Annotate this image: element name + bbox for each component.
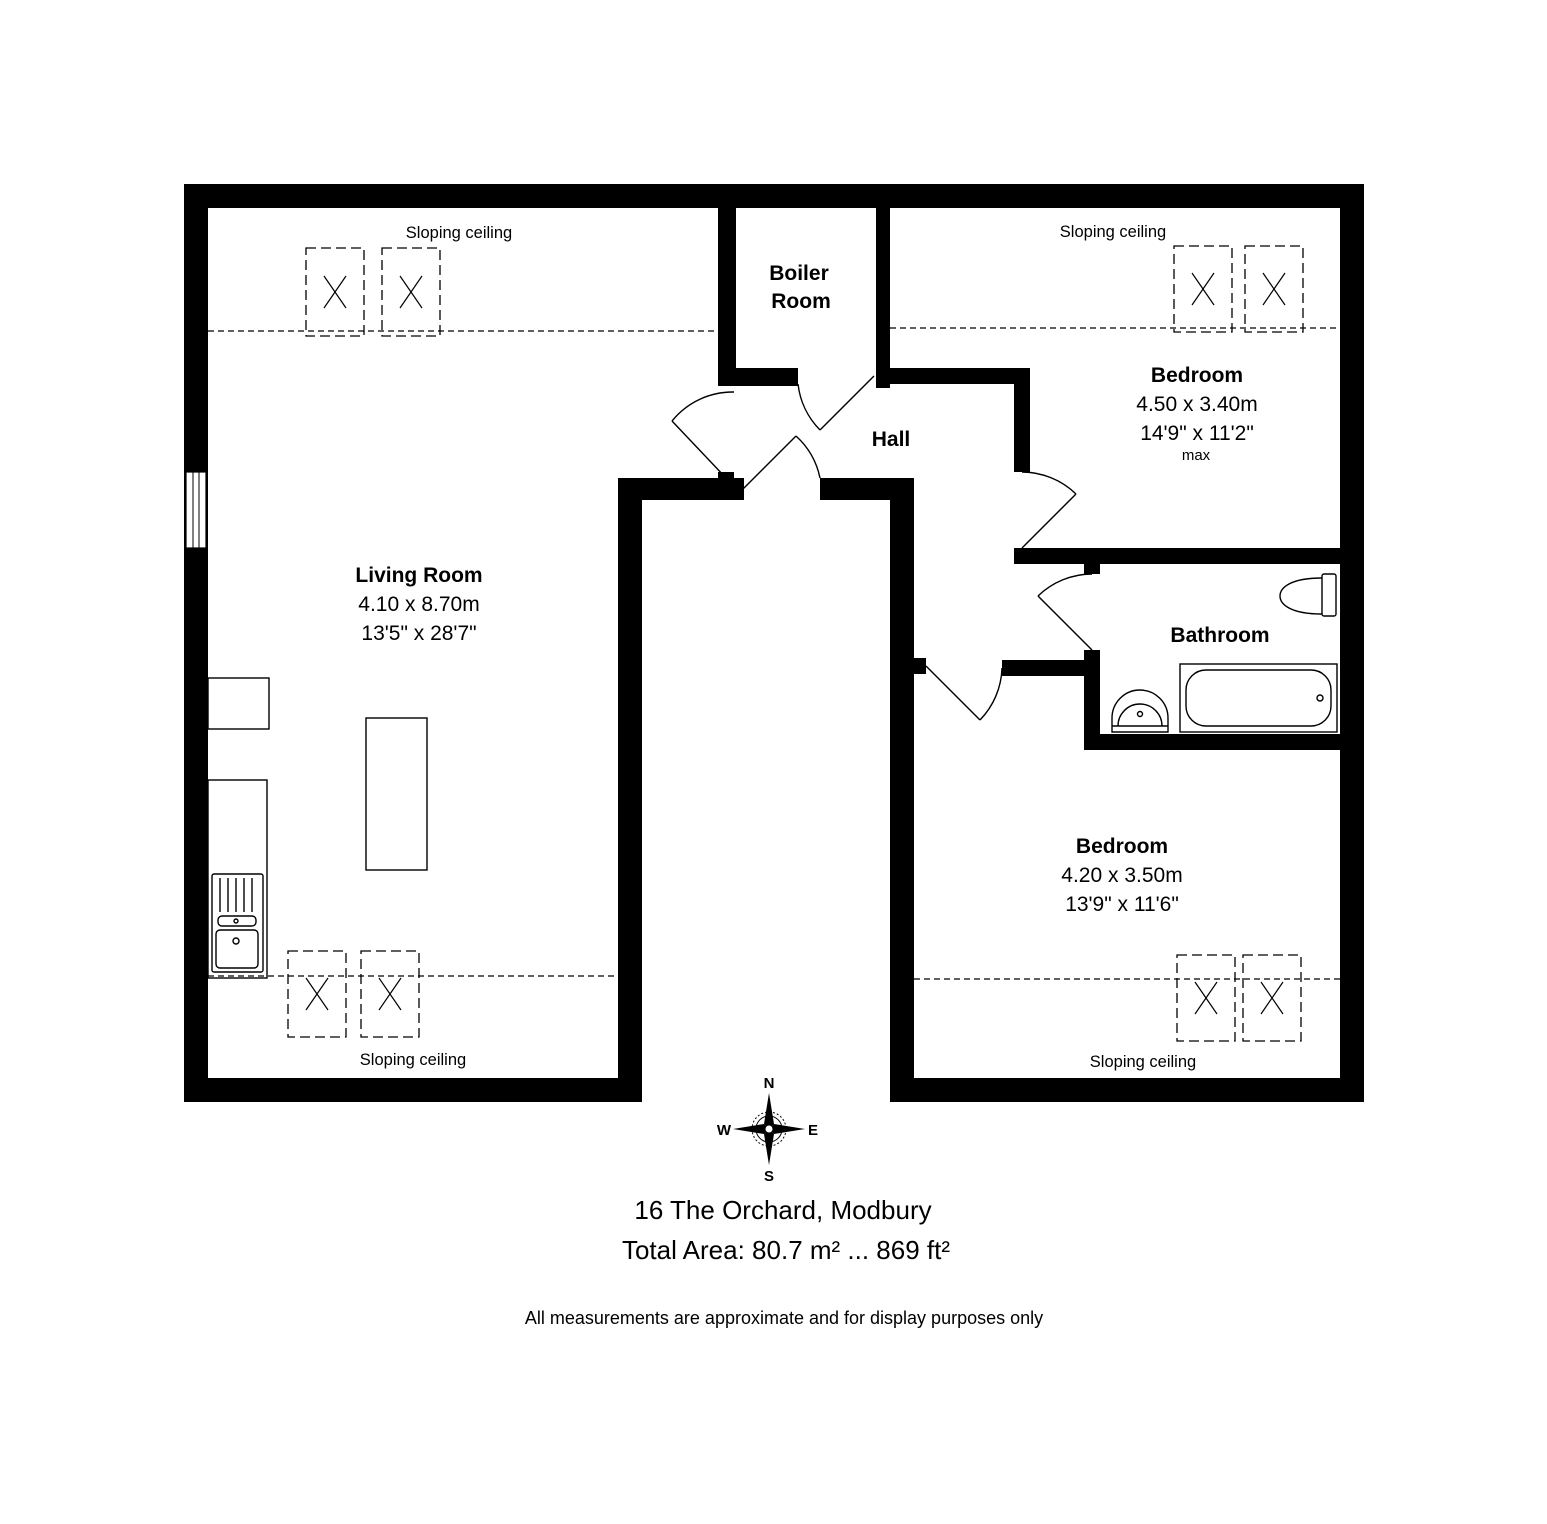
footer: 16 The Orchard, Modbury Total Area: 80.7…: [525, 1195, 1043, 1328]
sink-icon: [211, 873, 264, 973]
skylight-icon: [1176, 954, 1236, 1042]
kitchen-unit-upper: [207, 677, 270, 730]
sloping-ceiling-label-living-top: Sloping ceiling: [406, 224, 512, 242]
bedroom-1-note: max: [1182, 447, 1211, 464]
bathroom-name: Bathroom: [1170, 624, 1269, 647]
compass-n: N: [764, 1075, 775, 1092]
door-hall: [741, 435, 821, 491]
disclaimer: All measurements are approximate and for…: [525, 1308, 1043, 1328]
door-bedroom-1: [1021, 471, 1077, 549]
doors: [671, 375, 1093, 721]
skylights: [287, 245, 1304, 1042]
interior-walls: [718, 206, 1340, 750]
sloping-ceiling-label-living-bottom: Sloping ceiling: [360, 1051, 466, 1069]
bedroom-1-name: Bedroom: [1151, 364, 1243, 387]
hall-name: Hall: [872, 428, 911, 451]
bedroom-1-imperial: 14'9" x 11'2": [1140, 422, 1254, 445]
living-room-metric: 4.10 x 8.70m: [358, 593, 479, 616]
bedroom-1-metric: 4.50 x 3.40m: [1136, 393, 1257, 416]
living-room-name: Living Room: [355, 564, 482, 587]
compass-w: W: [717, 1122, 732, 1139]
skylight-icon: [360, 950, 420, 1038]
bedroom-2-imperial: 13'9" x 11'6": [1065, 893, 1179, 916]
skylight-icon: [305, 247, 365, 337]
compass-icon: N S E W: [717, 1075, 818, 1185]
bathtub-icon: [1179, 663, 1338, 733]
kitchen-worktop: [207, 779, 268, 979]
door-bedroom-2: [925, 665, 1003, 721]
sloping-ceiling-label-bedroom-1: Sloping ceiling: [1060, 223, 1166, 241]
living-room-imperial: 13'5" x 28'7": [361, 622, 476, 645]
room-labels: Living Room 4.10 x 8.70m 13'5" x 28'7" B…: [355, 223, 1269, 1071]
door-boiler-room: [797, 375, 875, 431]
compass-e: E: [808, 1122, 818, 1139]
bedroom-2-name: Bedroom: [1076, 835, 1168, 858]
toilet-icon: [1279, 573, 1337, 617]
bathroom-fixtures: [1111, 573, 1338, 733]
skylight-icon: [1173, 245, 1233, 333]
basin-icon: [1111, 689, 1169, 733]
skylight-icon: [1242, 954, 1302, 1042]
sloping-ceiling-label-bedroom-2: Sloping ceiling: [1090, 1053, 1196, 1071]
skylight-icon: [1244, 245, 1304, 333]
kitchen-island: [365, 717, 428, 871]
address: 16 The Orchard, Modbury: [634, 1195, 931, 1225]
outer-walls: [184, 184, 1364, 1102]
kitchen: [207, 677, 428, 979]
total-area: Total Area: 80.7 m² ... 869 ft²: [622, 1235, 950, 1265]
skylight-icon: [381, 247, 441, 337]
door-living-room: [671, 391, 735, 479]
door-bathroom: [1037, 573, 1093, 651]
compass-s: S: [764, 1168, 774, 1185]
skylight-icon: [287, 950, 347, 1038]
window-west: [185, 471, 207, 549]
bedroom-2-metric: 4.20 x 3.50m: [1061, 864, 1182, 887]
sloping-ceiling-lines: [208, 327, 1340, 980]
boiler-room-name-1: Boiler: [769, 262, 829, 285]
boiler-room-name-2: Room: [771, 290, 831, 313]
